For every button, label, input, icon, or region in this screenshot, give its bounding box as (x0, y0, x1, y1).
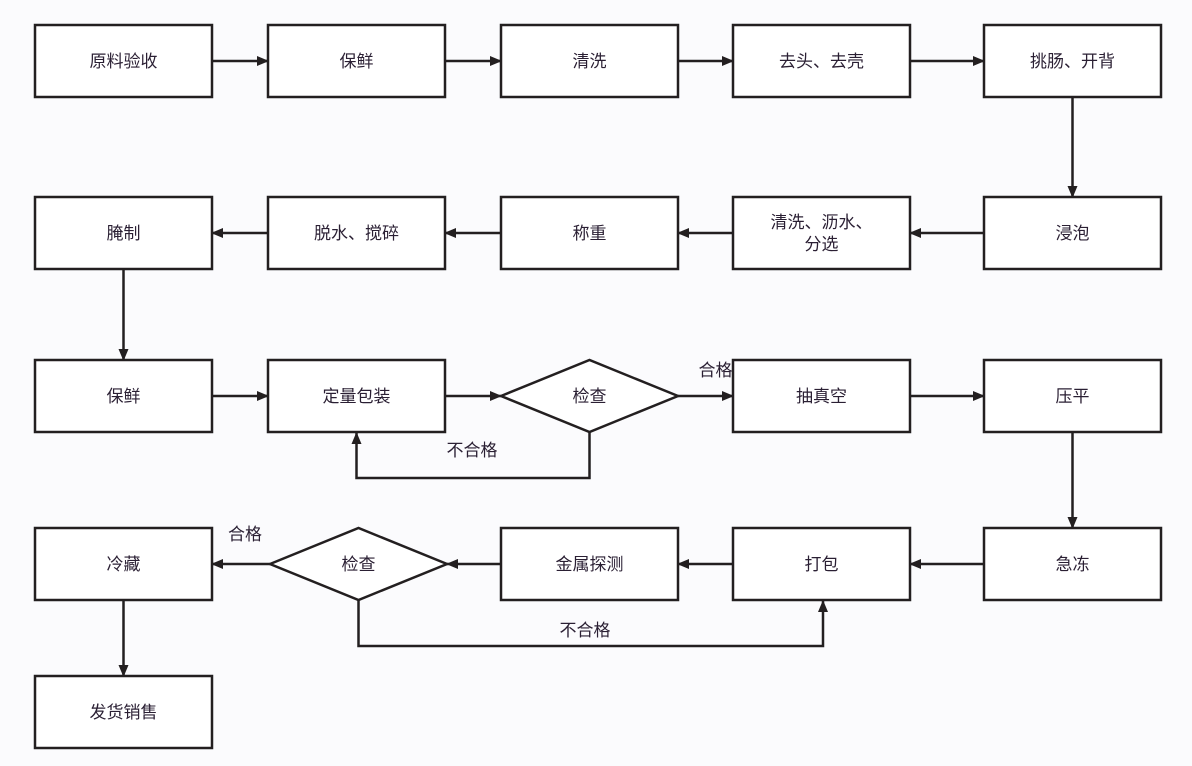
rect-shape (731, 526, 912, 602)
rect-shape (499, 195, 680, 271)
rect-shape (982, 526, 1163, 602)
process-node-n9: 脱水、搅碎 (266, 195, 447, 271)
process-node-n3: 清洗 (499, 23, 680, 99)
process-node-n7: 清洗、沥水、分选 (731, 195, 912, 271)
process-node-n15: 急冻 (982, 526, 1163, 602)
node-label: 发货销售 (90, 703, 158, 723)
rect-shape (499, 526, 680, 602)
node-label: 挑肠、开背 (1030, 52, 1115, 72)
node-label: 去头、去壳 (779, 52, 864, 72)
node-label: 打包 (805, 555, 839, 575)
node-label: 检查 (573, 387, 607, 407)
rect-shape (266, 358, 447, 434)
process-node-n2: 保鲜 (266, 23, 447, 99)
rect-shape (33, 674, 214, 750)
process-node-n5: 挑肠、开背 (982, 23, 1163, 99)
rect-shape (731, 358, 912, 434)
node-label: 脱水、搅碎 (314, 224, 399, 244)
edge-label-fail-1: 不合格 (447, 441, 498, 461)
rect-shape (266, 23, 447, 99)
edge-label-pass-2: 合格 (228, 525, 262, 545)
process-node-n16: 打包 (731, 526, 912, 602)
process-node-n8: 称重 (499, 195, 680, 271)
node-label: 保鲜 (340, 52, 374, 72)
node-label: 冷藏 (107, 555, 141, 575)
rect-shape (982, 358, 1163, 434)
edges-layer (118, 56, 1078, 677)
process-node-n19: 发货销售 (33, 674, 214, 750)
process-node-n13: 抽真空 (731, 358, 912, 434)
diamond-shape (497, 358, 682, 434)
process-node-n18: 冷藏 (33, 526, 214, 602)
process-node-n14: 压平 (982, 358, 1163, 434)
node-label: 定量包装 (323, 387, 391, 407)
decision-node-d2: 检查 (266, 526, 451, 602)
process-node-n6: 浸泡 (982, 195, 1163, 271)
node-label: 保鲜 (107, 387, 141, 407)
node-label: 检查 (342, 555, 376, 575)
rect-shape (33, 23, 214, 99)
process-node-n4: 去头、去壳 (731, 23, 912, 99)
node-label: 称重 (573, 224, 607, 244)
node-label: 急冻 (1056, 555, 1090, 575)
process-node-n11: 保鲜 (33, 358, 214, 434)
rect-shape (731, 23, 912, 99)
edge-label-pass-1: 合格 (699, 361, 733, 381)
rect-shape (982, 23, 1163, 99)
edge-label-fail-2: 不合格 (560, 621, 611, 641)
node-label: 清洗、沥水、 (771, 213, 873, 233)
diamond-shape (266, 526, 451, 602)
node-label: 腌制 (107, 224, 141, 244)
node-label: 分选 (805, 235, 839, 255)
node-label: 浸泡 (1056, 224, 1090, 244)
edge-d2-to-n16-arrow (357, 600, 828, 648)
nodes-layer: 原料验收保鲜清洗去头、去壳挑肠、开背浸泡清洗、沥水、分选称重脱水、搅碎腌制保鲜定… (33, 23, 1163, 750)
rect-shape (33, 195, 214, 271)
process-node-n17: 金属探测 (499, 526, 680, 602)
rect-shape (731, 195, 912, 271)
node-label: 原料验收 (90, 52, 158, 72)
process-node-n12: 定量包装 (266, 358, 447, 434)
rect-shape (266, 195, 447, 271)
rect-shape (499, 23, 680, 99)
edge-d1-to-n12-arrow (351, 432, 591, 480)
node-label: 抽真空 (796, 387, 847, 407)
rect-shape (33, 526, 214, 602)
process-node-n10: 腌制 (33, 195, 214, 271)
decision-node-d1: 检查 (497, 358, 682, 434)
process-node-n1: 原料验收 (33, 23, 214, 99)
node-label: 清洗 (573, 52, 607, 72)
rect-shape (982, 195, 1163, 271)
rect-shape (33, 358, 214, 434)
node-label: 金属探测 (556, 555, 624, 575)
node-label: 压平 (1056, 387, 1090, 407)
